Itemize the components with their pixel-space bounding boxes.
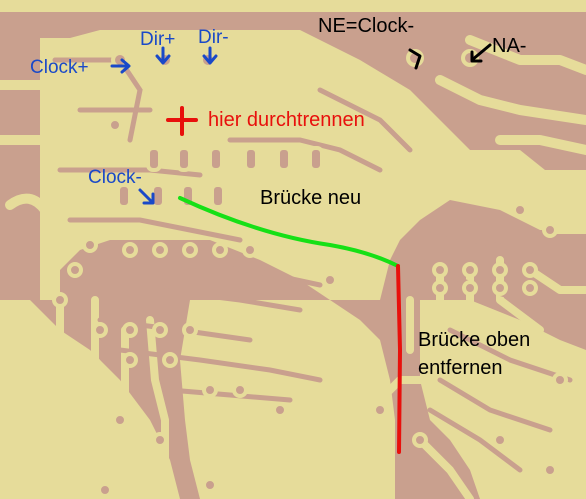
na-minus-arrow-icon — [470, 43, 492, 63]
isolation-gaps — [52, 57, 586, 473]
clock-minus-arrow-icon — [138, 188, 155, 205]
label-na-minus: NA- — [492, 35, 527, 57]
remove-bridge-wire — [396, 264, 403, 454]
new-bridge-wire — [178, 196, 400, 268]
dir-plus-arrow-icon — [155, 46, 171, 65]
blue-arrows — [110, 46, 218, 205]
label-bridge-new: Brücke neu — [260, 187, 362, 209]
black-arrows — [408, 43, 492, 70]
ne-clock-arrow-icon — [408, 48, 422, 70]
label-bridge-remove-line1: Brücke oben — [418, 329, 531, 351]
dir-minus-arrow-icon — [202, 46, 218, 65]
label-dir-plus: Dir+ — [140, 29, 176, 50]
label-ne-clock: NE=Clock- — [318, 15, 415, 37]
clock-plus-arrow-icon — [110, 58, 131, 74]
label-bridge-remove-line2: entfernen — [418, 357, 503, 379]
cut-mark-icon — [166, 106, 198, 136]
label-dir-minus: Dir- — [198, 27, 229, 48]
misc-pads — [52, 117, 568, 498]
label-clock-plus: Clock+ — [30, 57, 89, 78]
label-cut-here: hier durchtrennen — [208, 109, 365, 131]
label-clock-minus: Clock- — [88, 167, 142, 188]
solder-pads — [52, 49, 568, 498]
